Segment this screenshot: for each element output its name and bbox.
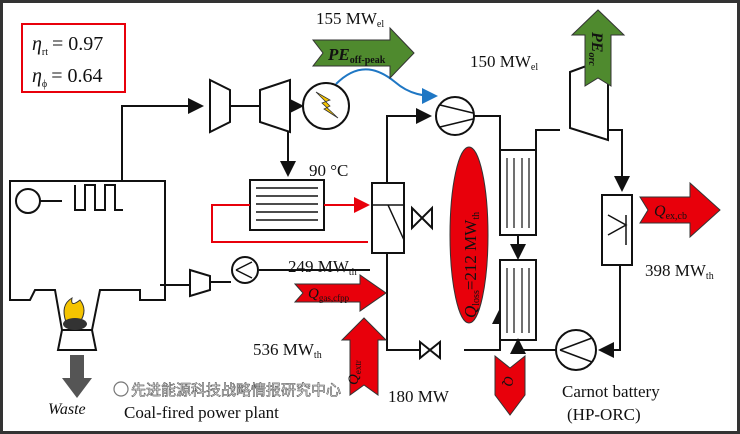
svg-text:Qextr: Qextr <box>346 360 363 385</box>
svg-text:PEorc: PEorc <box>586 31 605 66</box>
q-loss-ellipse: Qloss=212 MWth <box>449 146 489 324</box>
flame-icon <box>63 297 87 330</box>
red-loop <box>211 197 370 243</box>
pump-boiler <box>189 256 259 298</box>
expansion-valve <box>419 339 441 361</box>
q-extr-power: 536 MWth <box>253 340 322 361</box>
q-gas-arrow: Qgas,cfpp <box>293 274 387 312</box>
q-ex-cb-arrow: Qex,cb <box>639 181 721 239</box>
svg-text:ηϕ= 0.64: ηϕ= 0.64 <box>32 65 102 90</box>
q-ex-cb-power: 398 MWth <box>645 261 714 282</box>
orc-line <box>535 129 560 150</box>
carnot-label: Carnot battery <box>562 382 660 401</box>
svg-text:ηrt= 0.97: ηrt= 0.97 <box>32 33 103 58</box>
steam-lines <box>121 98 508 351</box>
pe-orc-power: 150 MWel <box>470 52 538 73</box>
svg-text:Qex,cb: Qex,cb <box>654 203 687 222</box>
svg-text:Qloss=212 MWth: Qloss=212 MWth <box>461 212 482 318</box>
condenser <box>601 194 633 266</box>
svg-text:PEoff-peak: PEoff-peak <box>327 45 386 66</box>
heat-pump-compressor <box>435 96 475 136</box>
valve-icon <box>411 205 433 231</box>
watermark: 先进能源科技战略情报研究中心 <box>113 381 341 399</box>
lightning-icon <box>315 91 339 119</box>
svg-text:Qgas,cfpp: Qgas,cfpp <box>308 286 350 303</box>
pe-orc-arrow: PEorc <box>570 9 626 87</box>
q-in-arrow: Q <box>494 354 526 416</box>
electric-link <box>335 68 438 104</box>
waste-label: Waste <box>48 401 86 418</box>
storage-tank <box>371 182 433 254</box>
generator <box>302 82 350 130</box>
pe-offpeak-power: 155 MWel <box>316 9 384 30</box>
storage-columns <box>499 149 537 341</box>
waste-arrow <box>62 355 92 398</box>
wechat-icon <box>113 381 129 397</box>
coal-boiler <box>9 180 166 351</box>
turbine <box>259 78 291 134</box>
compressor <box>209 78 231 134</box>
temp-label: 90 °C <box>309 161 348 180</box>
q-in-power: 180 MW <box>388 387 450 406</box>
hp-orc-label: (HP-ORC) <box>567 405 641 424</box>
plant-label: Coal-fired power plant <box>124 403 279 422</box>
q-extr-arrow: Qextr <box>340 317 388 396</box>
q-gas-power: 249 MWth <box>288 257 357 278</box>
svg-text:先进能源科技战略情报研究中心: 先进能源科技战略情报研究中心 <box>131 381 341 399</box>
heat-exchanger <box>249 179 325 231</box>
orc-pump <box>555 329 597 371</box>
pe-offpeak-arrow: PEoff-peak <box>311 26 415 80</box>
efficiency-box: ηrt= 0.97 ηϕ= 0.64 <box>21 23 126 93</box>
svg-text:Q: Q <box>500 376 515 386</box>
